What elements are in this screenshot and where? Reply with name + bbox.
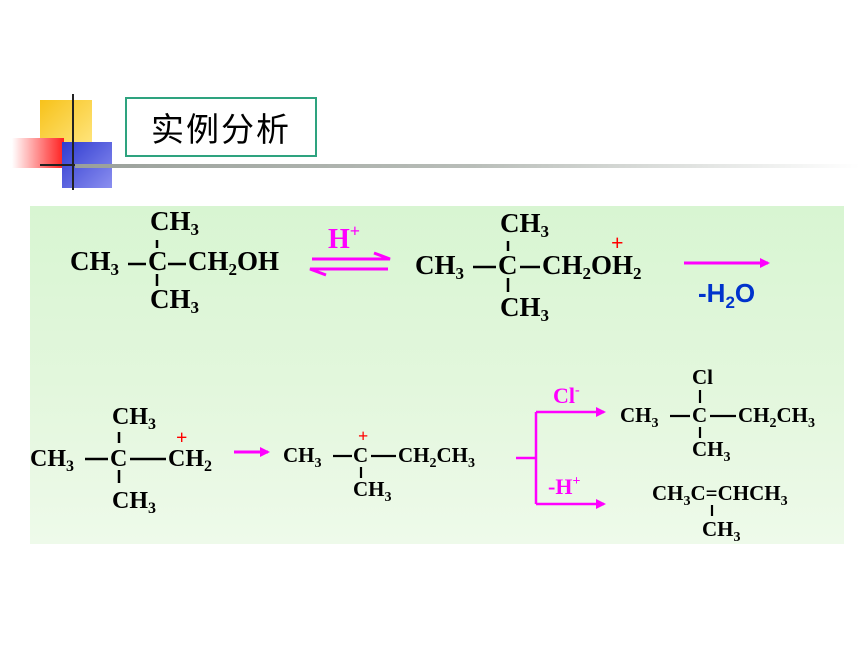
reactant-bottom-group: CH3 (150, 284, 199, 317)
oxonium-right-group: CH2OH2 (542, 250, 642, 283)
page-title: 实例分析 (151, 110, 291, 149)
reactant-right-group: CH2OH (188, 246, 279, 279)
reactant-center-carbon: C (148, 246, 168, 276)
chloride-right-group: CH2CH3 (738, 403, 815, 431)
primary-cation-structure: CH3 CH3 C CH2 + CH3 (30, 404, 212, 517)
chloride-bottom-group: CH3 (692, 437, 731, 465)
dehydration-arrow: -H2O (684, 258, 770, 312)
primary-center-carbon: C (110, 446, 127, 472)
alkene-product-structure: CH3C=CHCH3 CH3 (652, 481, 788, 545)
title-box: 实例分析 (125, 97, 317, 157)
chloride-left-group: CH3 (620, 403, 659, 431)
chloride-top-group: Cl (692, 365, 713, 389)
tertiary-charge: + (358, 426, 368, 446)
primary-top-group: CH3 (112, 404, 156, 433)
tertiary-center-carbon: C (353, 443, 368, 467)
chloride-center-carbon: C (692, 403, 707, 427)
reverse-arrow-barb (309, 267, 388, 277)
reactant-top-group: CH3 (150, 206, 199, 239)
reactant-left-group: CH3 (70, 246, 119, 279)
tertiary-right-group: CH2CH3 (398, 443, 475, 471)
oxonium-charge: + (611, 230, 624, 255)
equilibrium-arrows: H+ (309, 221, 391, 277)
tertiary-left-group: CH3 (283, 443, 322, 471)
oxonium-center-carbon: C (498, 250, 518, 280)
branch-lower-label: -H+ (548, 474, 580, 499)
primary-left-group: CH3 (30, 446, 74, 475)
alkene-main-chain: CH3C=CHCH3 (652, 481, 788, 509)
oxonium-top-group: CH3 (500, 208, 549, 241)
primary-right-group: CH2 (168, 446, 212, 475)
reactant-structure: CH3 CH3 C CH2OH CH3 (70, 206, 279, 317)
oxonium-left-group: CH3 (415, 250, 464, 283)
decor-horizontal-line (40, 164, 80, 166)
title-underline (75, 164, 860, 168)
primary-bottom-group: CH3 (112, 488, 156, 517)
branch-arrows: Cl- -H+ (516, 383, 606, 509)
primary-charge: + (176, 427, 187, 449)
alkene-bottom-group: CH3 (702, 517, 741, 545)
branch-upper-label: Cl- (553, 383, 580, 408)
equilibrium-label: H+ (328, 221, 360, 255)
chloride-product-structure: Cl CH3 C CH2CH3 CH3 (620, 365, 815, 465)
oxonium-structure: CH3 CH3 C CH2OH2 + CH3 (415, 208, 642, 325)
tertiary-cation-structure: CH3 C + CH2CH3 CH3 (283, 426, 475, 505)
decor-vertical-line (72, 94, 74, 190)
dehydration-label: -H2O (698, 278, 755, 312)
tertiary-bottom-group: CH3 (353, 477, 392, 505)
forward-arrow-barb (312, 251, 391, 261)
oxonium-bottom-group: CH3 (500, 292, 549, 325)
decor-red-square (12, 138, 64, 168)
